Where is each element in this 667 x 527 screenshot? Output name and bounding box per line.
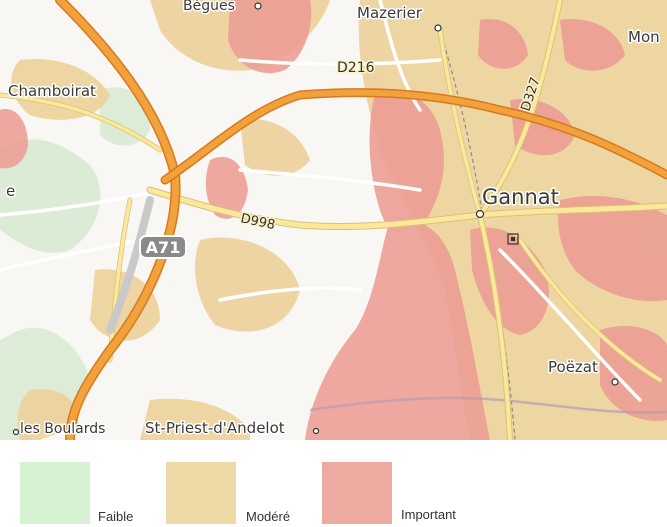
place-label-mazerier: Mazerier [357, 4, 423, 22]
secondary-roads [0, 0, 667, 440]
church-icon [507, 233, 519, 245]
minor-roads [0, 0, 642, 402]
a71-shield [139, 235, 187, 259]
place-label-les-boulards: les Boulards [20, 421, 105, 437]
place-label-poezat: Poëzat [548, 358, 598, 376]
road-label-d998: D998 [239, 211, 276, 233]
place-label-begues: Bègues [183, 0, 235, 14]
legend-swatch-modere [166, 462, 236, 524]
legend-label-modere: Modéré [246, 509, 291, 524]
marker-st-priest [312, 427, 320, 435]
legend-label-important: Important [401, 507, 456, 522]
legend-label-faible: Faible [98, 509, 134, 524]
boundary-line [309, 396, 667, 414]
marker-poezat [611, 378, 619, 386]
marker-begues [254, 2, 262, 10]
road-label-d216: D216 [337, 60, 375, 76]
legend-swatch-faible [20, 462, 90, 524]
marker-mazerier [434, 24, 442, 32]
place-label-mon: Mon [628, 28, 660, 46]
place-markers [12, 2, 619, 436]
place-label-e: e [6, 182, 15, 200]
road-label-a71: A71 [146, 238, 181, 257]
legend-swatch-important [322, 462, 392, 524]
legend: Faible Modéré Important [0, 440, 667, 527]
marker-gannat [475, 209, 485, 219]
place-label-st-priest: St-Priest-d'Andelot [145, 419, 285, 437]
place-label-gannat: Gannat [482, 185, 559, 209]
map-view[interactable]: A71 D216 D327 D998 Bègues Mazerier Mon C… [0, 0, 667, 440]
marker-les-boulards [12, 428, 20, 436]
place-label-chamboirat: Chamboirat [8, 82, 96, 100]
